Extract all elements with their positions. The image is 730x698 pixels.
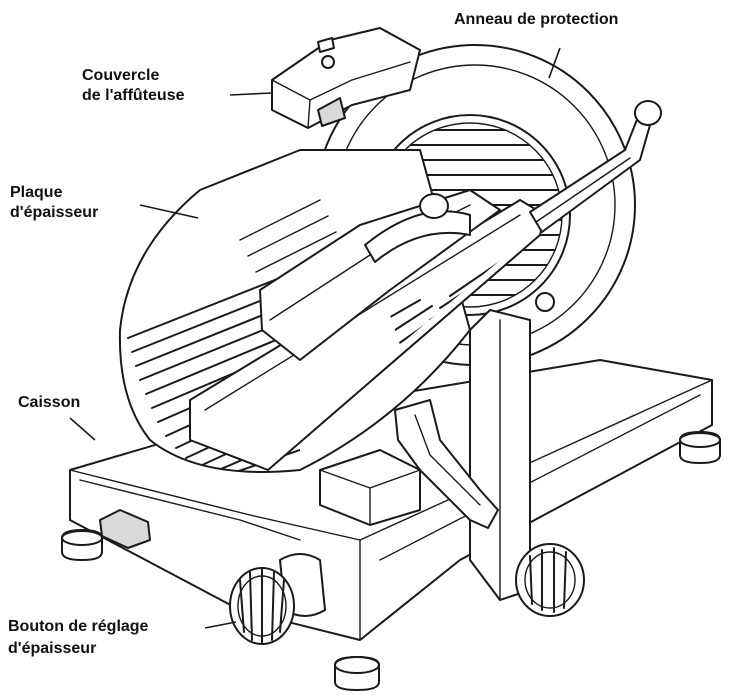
carriage-column (469, 309, 531, 601)
label-thickness-knob-line2: d'épaisseur (8, 640, 97, 657)
label-thickness-plate-line2: d'épaisseur (10, 204, 99, 221)
label-housing: Caisson (18, 394, 81, 411)
label-ring-guard: Anneau de protection (454, 11, 619, 28)
carriage-lever (394, 399, 499, 529)
end-stop (319, 449, 421, 526)
pusher-handle (529, 100, 662, 233)
label-thickness-knob-line1: Bouton de réglage (8, 618, 149, 635)
label-thickness-plate-line1: Plaque (10, 184, 63, 201)
label-sharpener-cover-line2: de l'affûteuse (82, 87, 185, 104)
carriage (189, 189, 546, 471)
rear-knob (515, 543, 585, 617)
sharpener-cover (271, 27, 421, 129)
base-feet (61, 431, 721, 691)
thickness-knob (229, 553, 326, 645)
label-sharpener-cover-line1: Couvercle (82, 67, 160, 84)
leader-lines (69, 47, 561, 629)
